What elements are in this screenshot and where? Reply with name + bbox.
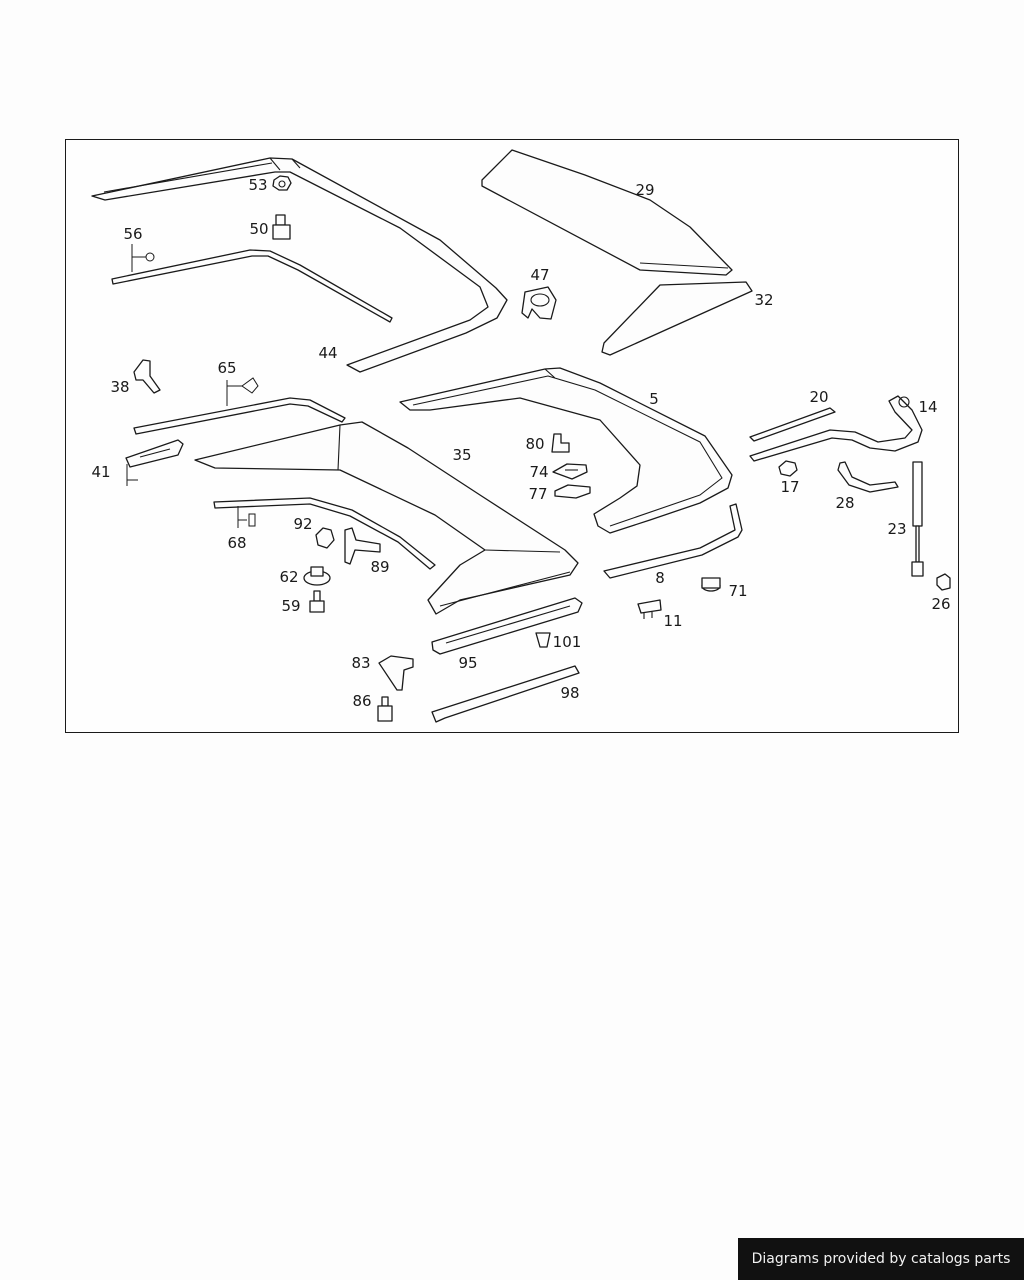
callout-29: 29 [635,181,654,199]
callout-65: 65 [217,359,236,377]
part-41-bracket[interactable] [125,439,184,468]
part-20-strip[interactable] [749,407,836,442]
callout-32: 32 [754,291,773,309]
callout-8: 8 [655,569,665,587]
callout-17: 17 [780,478,799,496]
callout-80: 80 [525,435,544,453]
callout-26: 26 [931,595,950,613]
callout-86: 86 [352,692,371,710]
part-14-linkage[interactable] [749,395,923,462]
part-29-panel[interactable] [481,149,733,276]
callout-35: 35 [452,446,471,464]
part-80-bracket[interactable] [551,433,570,453]
callout-44: 44 [318,344,337,362]
callout-89: 89 [370,558,389,576]
callout-95: 95 [458,654,477,672]
part-44-windshield-frame[interactable] [91,157,508,373]
part-5-rear-frame[interactable] [399,367,733,534]
part-68-seal[interactable] [213,497,436,570]
part-11-cap[interactable] [637,599,662,619]
callout-77: 77 [528,485,547,503]
part-98-rail[interactable] [431,665,580,723]
part-62-buffer[interactable] [303,566,331,586]
part-101-plug[interactable] [535,632,551,648]
part-32-molding[interactable] [601,281,753,356]
part-26-clip[interactable] [936,573,951,591]
part-65-trim-strip[interactable] [133,397,346,435]
part-71-buffer[interactable] [701,577,721,592]
callout-101: 101 [553,633,582,651]
part-23-gas-strut[interactable] [911,461,924,577]
part-95-strip[interactable] [431,597,583,655]
part-59-bolt[interactable] [309,590,325,613]
part-35-top-cover[interactable] [194,421,579,615]
callout-59: 59 [281,597,300,615]
callout-74: 74 [529,463,548,481]
part-53-nut[interactable] [272,175,292,191]
part-89-bracket[interactable] [344,527,381,565]
credit-banner: Diagrams provided by catalogs parts [738,1238,1024,1280]
callout-62: 62 [279,568,298,586]
callout-98: 98 [560,684,579,702]
callout-28: 28 [835,494,854,512]
callout-56: 56 [123,225,142,243]
callout-38: 38 [110,378,129,396]
part-56-seal-strip[interactable] [111,249,393,323]
callout-92: 92 [293,515,312,533]
part-77-pad[interactable] [554,484,591,499]
callout-5: 5 [649,390,659,408]
callout-41: 41 [91,463,110,481]
callout-53: 53 [248,176,267,194]
callout-47: 47 [530,266,549,284]
part-86-grommet[interactable] [377,696,393,722]
part-83-tab[interactable] [378,655,414,691]
part-47-clip[interactable] [521,286,557,320]
part-8-strip[interactable] [603,503,743,579]
callout-83: 83 [351,654,370,672]
credit-text: Diagrams provided by catalogs parts [751,1251,1011,1267]
callout-14: 14 [918,398,937,416]
callout-20: 20 [809,388,828,406]
callout-50: 50 [249,220,268,238]
part-38-bracket[interactable] [133,359,161,394]
callout-68: 68 [227,534,246,552]
part-92-grommet[interactable] [315,527,335,549]
part-28-bracket[interactable] [837,461,899,493]
callout-11: 11 [663,612,682,630]
part-17-nut[interactable] [778,460,798,477]
part-50-bolt[interactable] [272,214,291,240]
callout-23: 23 [887,520,906,538]
callout-labels: 5 8 11 14 17 20 23 26 28 29 32 35 38 41 … [91,176,950,710]
callout-71: 71 [728,582,747,600]
part-74-plate[interactable] [552,463,588,480]
leader-lines [126,244,259,528]
